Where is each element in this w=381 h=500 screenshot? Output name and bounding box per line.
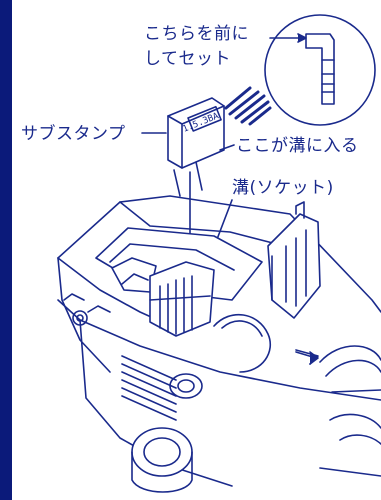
labeler-machine — [57, 195, 381, 493]
groove-socket-label: 溝(ソケット) — [232, 178, 334, 198]
detail-circle — [264, 14, 376, 126]
front-side-label-line1: こちらを前に — [144, 24, 249, 44]
left-border-bar — [0, 0, 12, 500]
groove-entry-label: ここが溝に入る — [236, 136, 359, 156]
sub-stamp-label: サブスタンプ — [21, 124, 126, 144]
front-side-label-line2: してセット — [144, 49, 231, 69]
groove-leader — [219, 144, 235, 151]
direction-arrow — [295, 351, 319, 365]
hatch-marks — [224, 86, 272, 126]
sub-stamp-illustration — [167, 97, 225, 273]
